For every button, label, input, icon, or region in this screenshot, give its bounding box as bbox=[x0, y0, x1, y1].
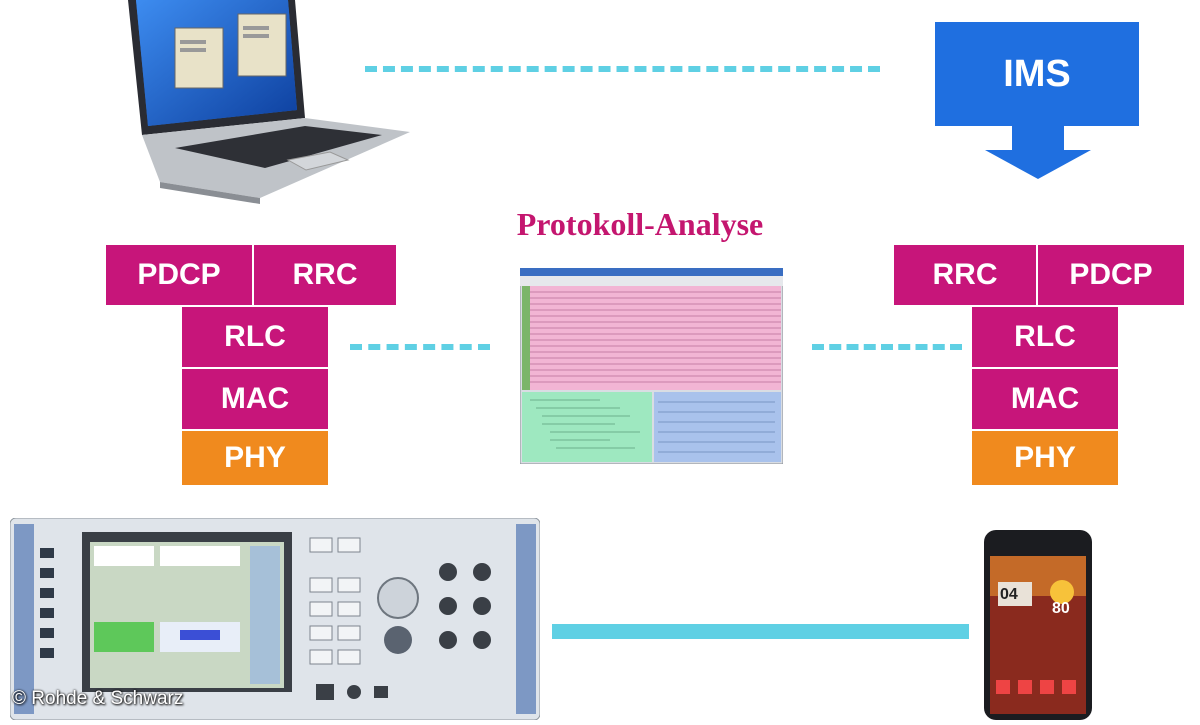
right-mac-layer: MAC bbox=[970, 367, 1120, 431]
smartphone-illustration: 04 80 bbox=[984, 530, 1092, 720]
laptop-ims-link bbox=[365, 66, 880, 72]
left-rlc-layer: RLC bbox=[180, 305, 330, 369]
page-title: Protokoll-Analyse bbox=[516, 206, 764, 242]
radio-link-line bbox=[552, 624, 969, 639]
ims-box: IMS bbox=[935, 22, 1139, 126]
left-rlc-link bbox=[350, 344, 490, 350]
right-pdcp-layer: PDCP bbox=[1036, 243, 1186, 307]
ims-down-arrow bbox=[985, 124, 1091, 184]
left-rrc-layer: RRC bbox=[252, 243, 398, 307]
right-phy-layer: PHY bbox=[970, 429, 1120, 487]
laptop-illustration bbox=[120, 0, 420, 205]
left-pdcp-layer: PDCP bbox=[104, 243, 254, 307]
right-rlc-link bbox=[812, 344, 962, 350]
left-mac-layer: MAC bbox=[180, 367, 330, 431]
right-rrc-layer: RRC bbox=[892, 243, 1038, 307]
phone-time: 04 bbox=[1000, 586, 1018, 603]
left-phy-layer: PHY bbox=[180, 429, 330, 487]
copyright-notice: © Rohde & Schwarz bbox=[12, 688, 184, 709]
protocol-analyzer-screenshot bbox=[519, 267, 784, 465]
phone-temperature: 80 bbox=[1052, 600, 1070, 617]
right-rlc-layer: RLC bbox=[970, 305, 1120, 369]
